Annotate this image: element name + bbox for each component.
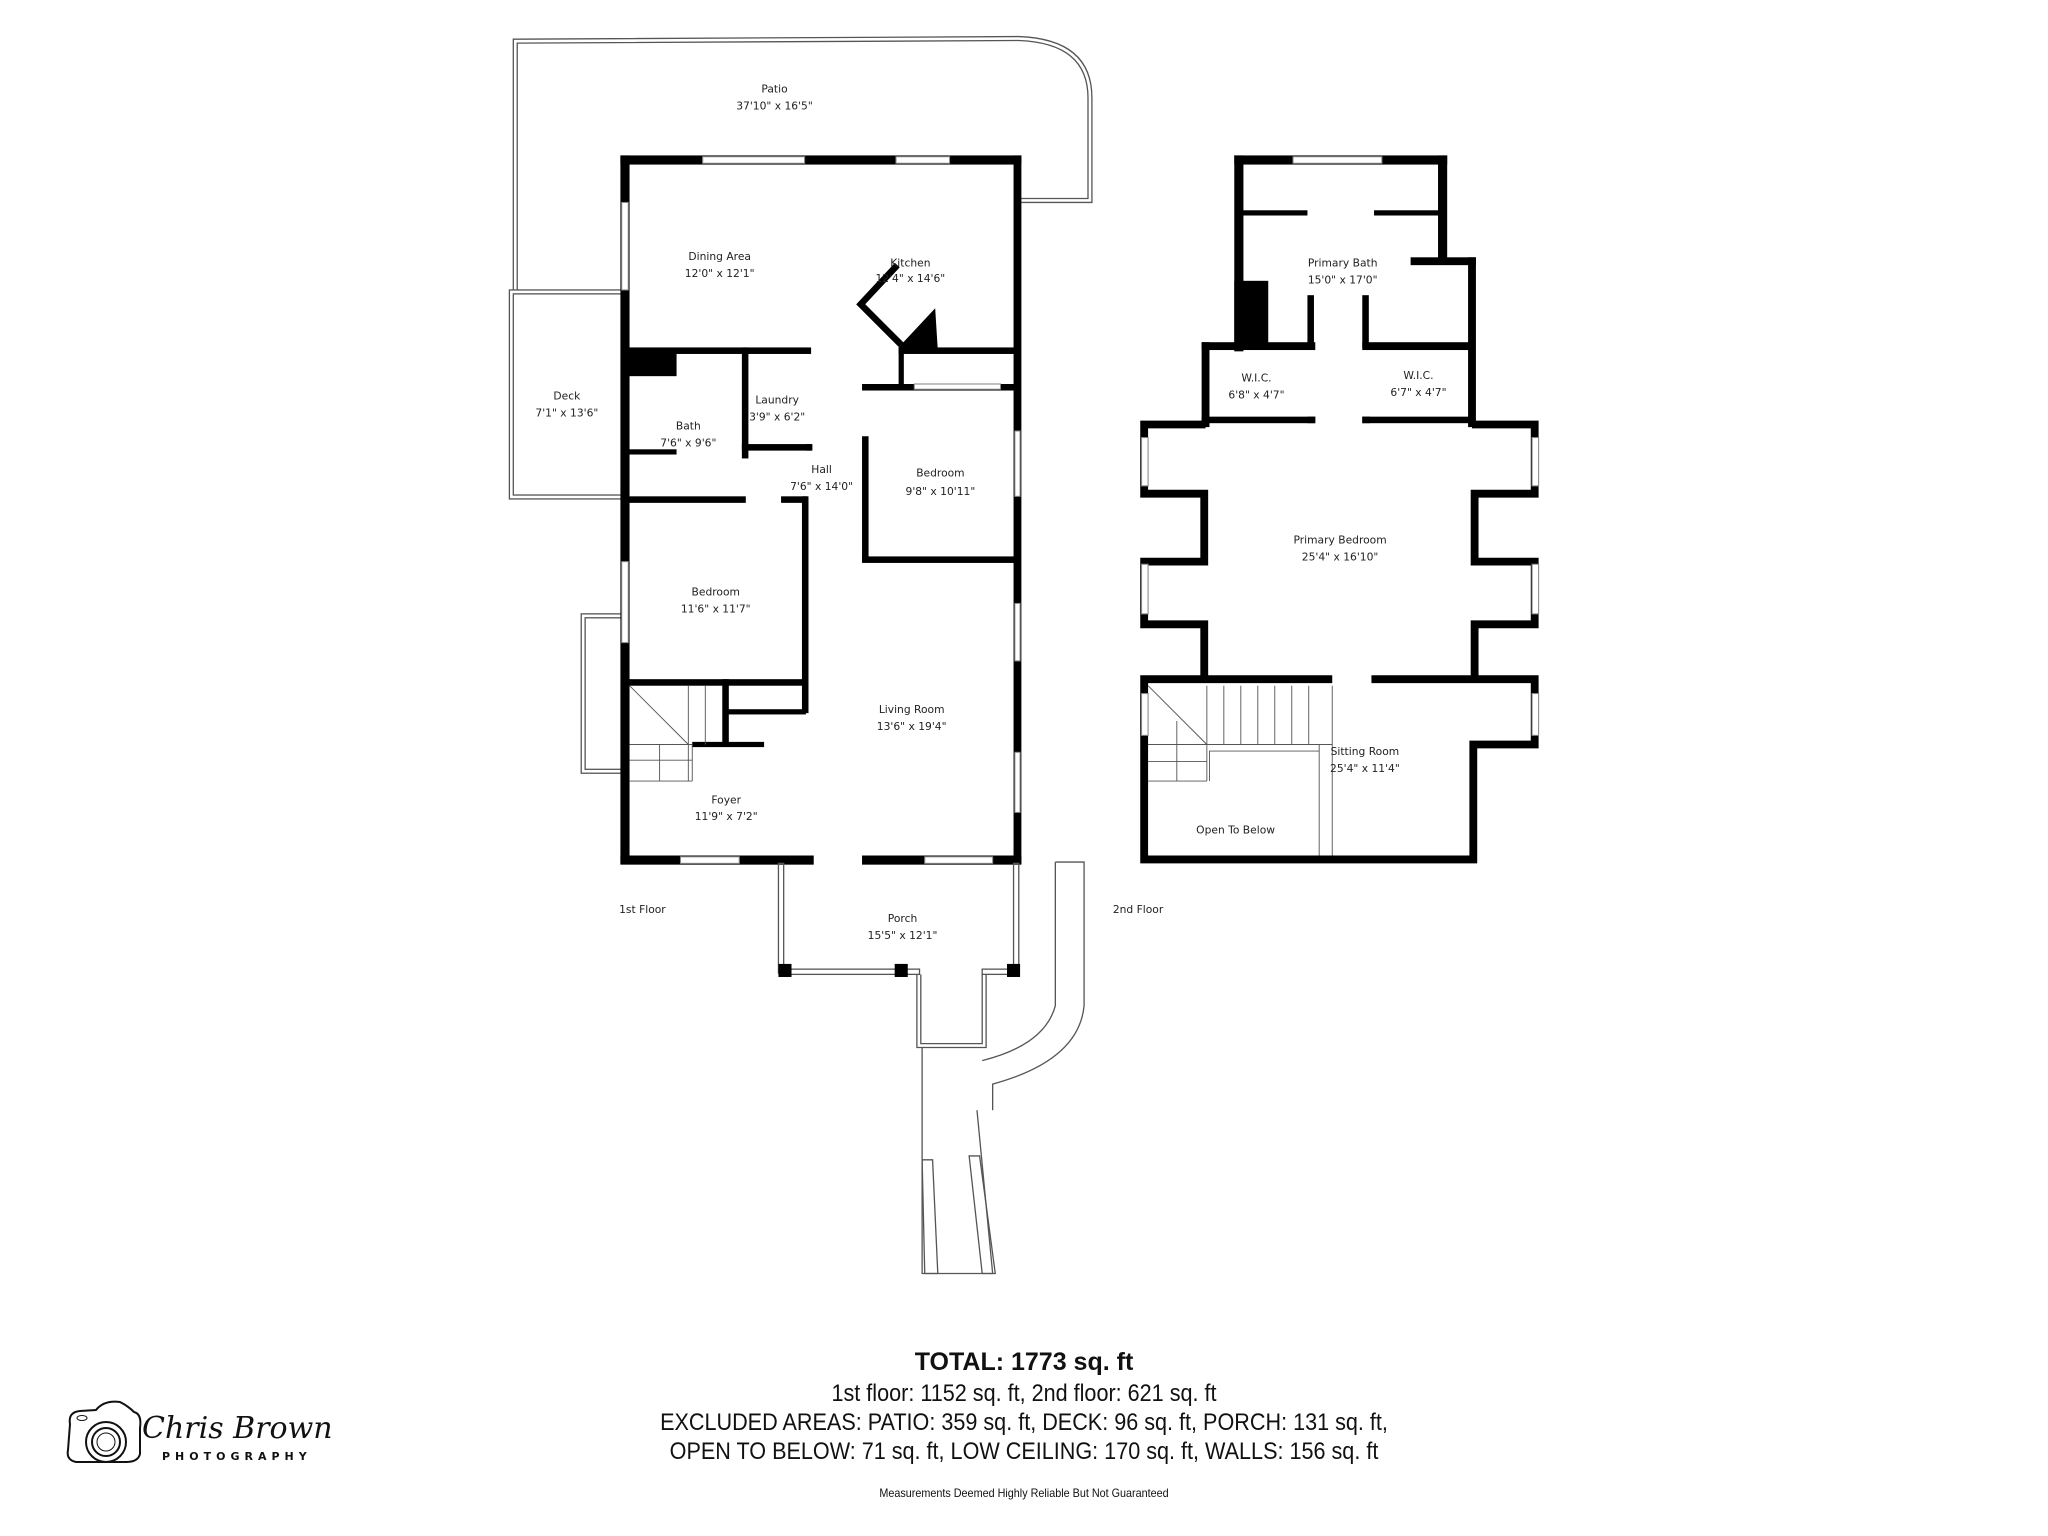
- floor-label-1st: 1st Floor: [619, 903, 666, 916]
- svg-text:37'10" x 16'5": 37'10" x 16'5": [736, 100, 813, 113]
- svg-text:W.I.C.: W.I.C.: [1241, 371, 1271, 384]
- svg-text:15'0" x 17'0": 15'0" x 17'0": [1308, 273, 1378, 286]
- svg-text:3'9" x 6'2": 3'9" x 6'2": [749, 411, 805, 424]
- svg-text:Living Room: Living Room: [879, 703, 945, 716]
- room-label-bedroom-2: Bedroom 11'6" x 11'7": [681, 586, 751, 616]
- svg-text:25'4" x 16'10": 25'4" x 16'10": [1302, 550, 1379, 563]
- room-label-foyer: Foyer 11'9" x 7'2": [695, 793, 758, 823]
- room-label-sitting-room: Sitting Room 25'4" x 11'4": [1330, 745, 1400, 775]
- room-label-porch: Porch 15'5" x 12'1": [868, 912, 938, 942]
- svg-text:Kitchen: Kitchen: [890, 256, 930, 269]
- svg-text:Patio: Patio: [761, 83, 787, 96]
- patio-outline: [512, 35, 1093, 290]
- svg-text:12'4" x 14'6": 12'4" x 14'6": [876, 272, 946, 285]
- svg-text:11'6" x 11'7": 11'6" x 11'7": [681, 603, 751, 616]
- svg-text:Hall: Hall: [811, 463, 832, 476]
- logo-subtext: PHOTOGRAPHY: [162, 1450, 312, 1463]
- svg-text:Primary Bedroom: Primary Bedroom: [1293, 533, 1386, 546]
- svg-text:Bath: Bath: [676, 420, 701, 433]
- svg-text:6'8" x 4'7": 6'8" x 4'7": [1228, 388, 1284, 401]
- svg-text:7'6" x 9'6": 7'6" x 9'6": [660, 437, 716, 450]
- room-label-patio: Patio 37'10" x 16'5": [736, 83, 813, 113]
- room-label-laundry: Laundry 3'9" x 6'2": [749, 394, 805, 424]
- room-label-kitchen: Kitchen 12'4" x 14'6": [876, 256, 946, 285]
- room-label-deck: Deck 7'1" x 13'6": [535, 390, 598, 420]
- svg-text:7'1" x 13'6": 7'1" x 13'6": [535, 407, 598, 420]
- logo-script: Chris Brown: [142, 1411, 333, 1446]
- side-landing: [580, 613, 625, 774]
- svg-text:Porch: Porch: [888, 912, 917, 925]
- room-label-living-room: Living Room 13'6" x 19'4": [877, 703, 947, 733]
- room-label-wic-right: W.I.C. 6'7" x 4'7": [1390, 369, 1446, 399]
- svg-text:15'5" x 12'1": 15'5" x 12'1": [868, 929, 938, 942]
- room-label-bath: Bath 7'6" x 9'6": [660, 420, 716, 450]
- svg-text:7'6" x 14'0": 7'6" x 14'0": [790, 480, 853, 493]
- svg-text:Dining Area: Dining Area: [688, 250, 751, 263]
- svg-text:Foyer: Foyer: [711, 793, 741, 806]
- svg-text:11'9" x 7'2": 11'9" x 7'2": [695, 810, 758, 823]
- excluded-areas-line-2: OPEN TO BELOW: 71 sq. ft, LOW CEILING: 1…: [669, 1438, 1379, 1465]
- room-label-primary-bath: Primary Bath 15'0" x 17'0": [1308, 256, 1378, 286]
- svg-text:Deck: Deck: [553, 390, 581, 403]
- room-label-primary-bedroom: Primary Bedroom 25'4" x 16'10": [1293, 533, 1386, 563]
- second-floor-plan: Primary Bath 15'0" x 17'0" W.I.C. 6'8" x 4…: [1113, 155, 1540, 916]
- porch-outline: [777, 861, 1085, 1275]
- floor-label-2nd: 2nd Floor: [1113, 903, 1164, 916]
- photographer-logo: Chris Brown PHOTOGRAPHY: [66, 1400, 333, 1463]
- svg-text:13'6" x 19'4": 13'6" x 19'4": [877, 720, 947, 733]
- floor-areas: 1st floor: 1152 sq. ft, 2nd floor: 621 s…: [831, 1380, 1217, 1407]
- svg-text:Laundry: Laundry: [755, 394, 799, 407]
- room-label-wic-left: W.I.C. 6'8" x 4'7": [1228, 371, 1284, 401]
- total-area: TOTAL: 1773 sq. ft: [914, 1348, 1134, 1376]
- svg-text:Sitting Room: Sitting Room: [1331, 745, 1400, 758]
- svg-text:25'4" x 11'4": 25'4" x 11'4": [1330, 762, 1400, 775]
- svg-text:Primary Bath: Primary Bath: [1308, 256, 1378, 269]
- svg-text:Bedroom: Bedroom: [692, 586, 740, 599]
- svg-text:6'7" x 4'7": 6'7" x 4'7": [1390, 386, 1446, 399]
- svg-text:9'8" x 10'11": 9'8" x 10'11": [906, 485, 976, 498]
- disclaimer: Measurements Deemed Highly Reliable But …: [879, 1486, 1169, 1500]
- svg-text:Bedroom: Bedroom: [916, 467, 964, 480]
- svg-text:12'0" x 12'1": 12'0" x 12'1": [685, 267, 755, 280]
- excluded-areas-line-1: EXCLUDED AREAS: PATIO: 359 sq. ft, DECK:…: [660, 1409, 1388, 1436]
- room-label-open-to-below: Open To Below: [1196, 823, 1275, 836]
- staircase: [629, 685, 706, 782]
- room-label-dining-area: Dining Area 12'0" x 12'1": [685, 250, 755, 280]
- staircase-upper: [1147, 685, 1333, 856]
- room-label-hall: Hall 7'6" x 14'0": [790, 463, 853, 493]
- first-floor-plan: Patio 37'10" x 16'5" Dining Area 12'0" x 1…: [508, 35, 1093, 1275]
- camera-icon: [66, 1400, 142, 1463]
- svg-text:W.I.C.: W.I.C.: [1403, 369, 1433, 382]
- room-label-bedroom: Bedroom 9'8" x 10'11": [906, 467, 976, 498]
